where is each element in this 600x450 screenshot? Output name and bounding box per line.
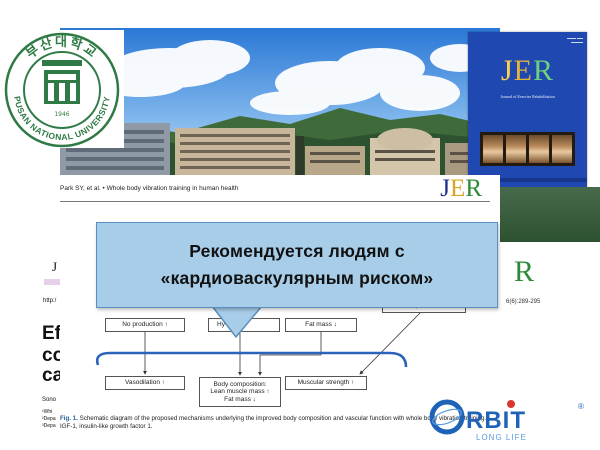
side-title-co: co	[42, 345, 60, 366]
side-affil-3: ³Depa	[42, 423, 56, 429]
orbit-globe-icon	[429, 399, 465, 435]
side-affil-1: ¹Whi	[42, 409, 53, 415]
orbit-brand-text: RBIT	[466, 407, 526, 434]
diagram-blue-bracket	[95, 351, 408, 368]
cover-journal-title: Journal of Exercise Rehabilitation	[500, 94, 555, 99]
diagram-box-no-production: No production ↑	[105, 318, 185, 332]
cover-photo-strip	[480, 132, 575, 166]
paper-logo-e: E	[450, 175, 466, 202]
right-page-numbers: 6(6):289-295	[506, 299, 541, 305]
paper-header-rule	[60, 201, 490, 202]
side-http: http:/	[43, 298, 57, 304]
cover-photo	[552, 135, 572, 163]
orbit-long-life-logo: RBIT ® LONG LIFE	[428, 395, 588, 445]
university-seal: 부산대학교 PUSAN NATIONAL UNIVERSITY 1946	[2, 30, 124, 148]
cover-logo-r: R	[533, 54, 555, 87]
campus-photo-illustration	[60, 28, 500, 178]
orbit-tagline: LONG LIFE	[476, 433, 527, 442]
callout-line-2: «кардиоваскулярным риском»	[160, 268, 434, 288]
cover-logo-e: E	[513, 54, 533, 87]
figure-caption: Fig. 1. Schematic diagram of the propose…	[60, 415, 490, 431]
paper-running-head: Park SY, et al. • Whole body vibration t…	[60, 185, 239, 192]
campus-photo	[60, 28, 500, 178]
figure-caption-label: Fig. 1.	[60, 415, 78, 422]
seal-year: 1946	[54, 111, 69, 118]
side-title-ef: Ef	[42, 323, 60, 344]
side-highlight-bar	[44, 279, 60, 285]
side-author: Sono	[42, 397, 57, 403]
body-composition-line-1: Body composition:	[213, 380, 267, 388]
figure-caption-text: Schematic diagram of the proposed mechan…	[60, 415, 487, 430]
journal-cover: ▬▬▬ ▬▬▬▬▬▬ JER Journal of Exercise Rehab…	[468, 32, 587, 187]
pusan-university-seal-icon: 부산대학교 PUSAN NATIONAL UNIVERSITY 1946	[2, 30, 124, 148]
right-logo-r: R	[514, 255, 535, 288]
side-title-ca: ca	[42, 365, 60, 386]
diagram-box-vasodilation: Vasodilation ↑	[105, 376, 185, 390]
orbit-red-dot-icon	[507, 400, 515, 408]
right-page-fragment: R 6(6):289-295	[500, 175, 600, 325]
right-photo-fragment	[500, 187, 600, 242]
paper-logo-r: R	[465, 175, 482, 202]
callout-line-1: Рекомендуется людям с	[189, 241, 405, 261]
body-composition-line-3: Fat mass ↓	[224, 395, 256, 403]
body-composition-line-2: Lean muscle mass ↑	[210, 388, 270, 396]
recommendation-callout: Рекомендуется людям с «кардиоваскулярным…	[96, 222, 498, 308]
side-letter-j: J	[52, 259, 58, 274]
cover-photo	[483, 135, 503, 163]
orbit-logo-graphic: RBIT ® LONG LIFE	[429, 399, 584, 442]
diagram-box-body-composition: Body composition: Lean muscle mass ↑ Fat…	[199, 377, 281, 407]
cover-jer-logo: JER	[468, 54, 587, 88]
diagram-connectors	[95, 312, 421, 376]
cover-issue-info: ▬▬▬ ▬▬▬▬▬▬	[567, 36, 583, 44]
orbit-registered-mark: ®	[578, 402, 584, 411]
cover-logo-j: J	[500, 54, 514, 87]
side-affil-2: ²Depa	[42, 416, 56, 422]
cover-photo	[506, 135, 526, 163]
diagram-box-muscular-strength: Muscular strength ↑	[285, 376, 367, 390]
side-page-fragment: J http:/ Ef co ca Sono ¹Whi ²Depa ³Depa	[0, 175, 60, 435]
paper-jer-logo: JER	[440, 175, 482, 203]
diagram-box-fat-mass: Fat mass ↓	[285, 318, 357, 332]
cover-bottom-band	[468, 178, 587, 182]
paper-logo-j: J	[440, 175, 451, 202]
cover-photo	[529, 135, 549, 163]
